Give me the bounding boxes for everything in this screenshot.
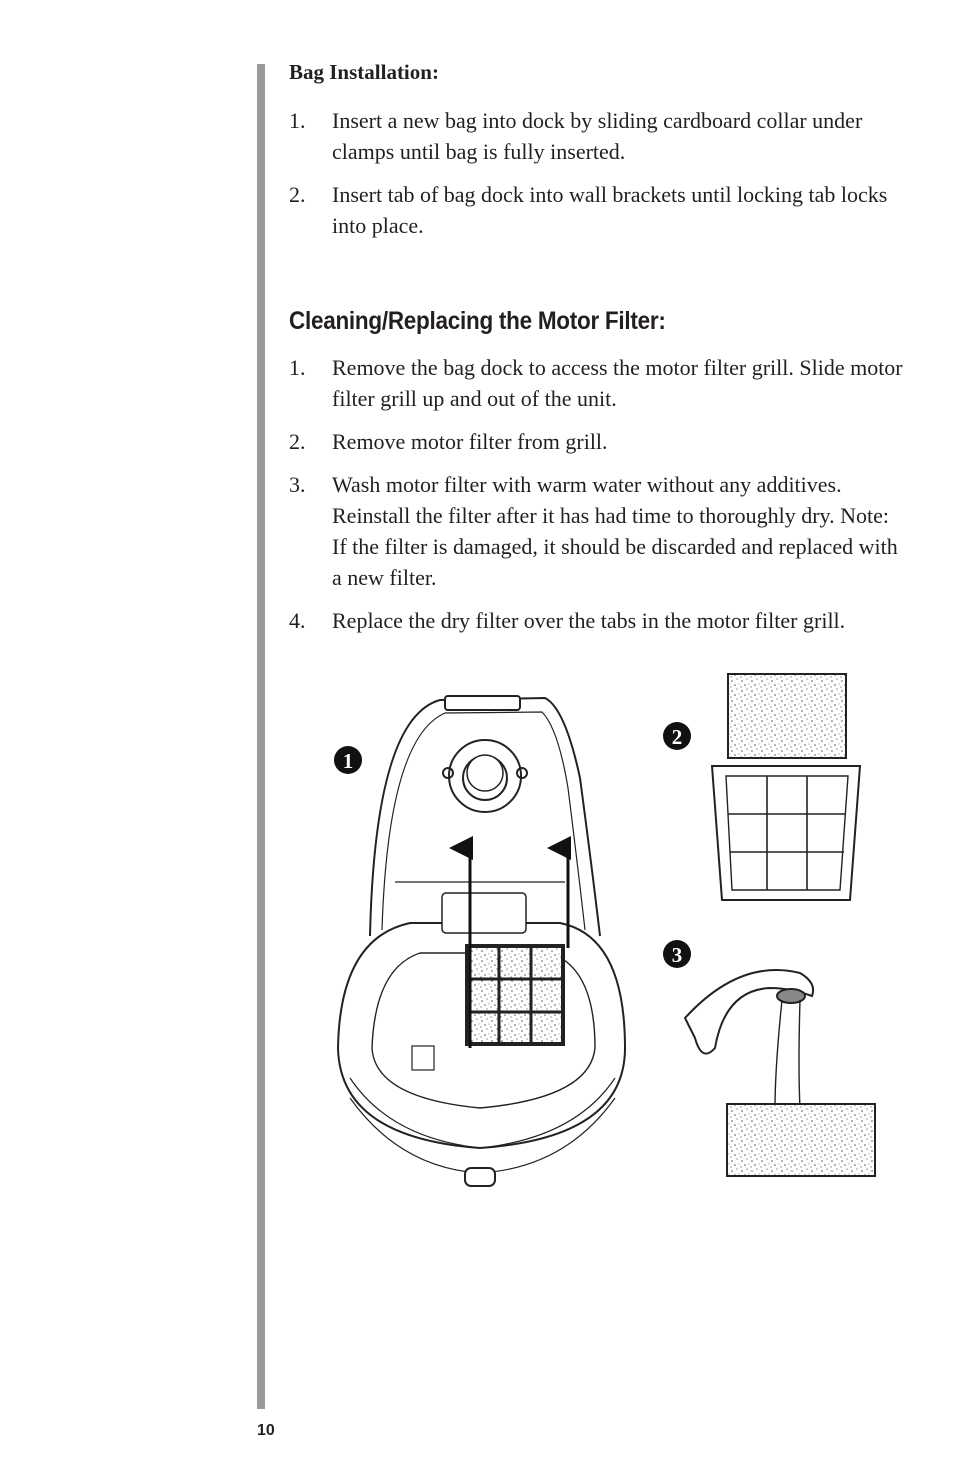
illustrations: 1 2 3 bbox=[330, 668, 900, 1198]
step-number: 3. bbox=[289, 472, 306, 497]
step-number: 2. bbox=[289, 182, 306, 207]
figure-1-label: 1 bbox=[343, 749, 354, 773]
step-text: Remove motor filter from grill. bbox=[332, 429, 608, 454]
step-number: 1. bbox=[289, 108, 306, 133]
bag-installation-heading: Bag Installation: bbox=[289, 60, 439, 84]
step-number: 4. bbox=[289, 608, 306, 633]
faucet-figure bbox=[683, 969, 876, 1177]
step-text: Remove the bag dock to access the motor … bbox=[332, 355, 903, 411]
list-item: 1. Remove the bag dock to access the moto… bbox=[289, 352, 909, 414]
figure-badges: 1 2 3 bbox=[334, 722, 691, 968]
list-item: 3. Wash motor filter with warm water with… bbox=[289, 469, 909, 593]
figure-2-label: 2 bbox=[672, 725, 683, 749]
list-item: 1. Insert a new bag into dock by sliding … bbox=[289, 105, 909, 167]
side-rule bbox=[257, 64, 265, 1409]
page-number: 10 bbox=[257, 1422, 275, 1439]
step-text: Replace the dry filter over the tabs in … bbox=[332, 608, 846, 633]
motor-filter-steps: 1. Remove the bag dock to access the moto… bbox=[289, 352, 909, 636]
list-item: 4. Replace the dry filter over the tabs i… bbox=[289, 605, 909, 636]
list-item: 2. Remove motor filter from grill. bbox=[289, 426, 909, 457]
step-text: Insert a new bag into dock by sliding ca… bbox=[332, 108, 863, 164]
step-text: Wash motor filter with warm water withou… bbox=[332, 472, 898, 590]
figure-2-badge bbox=[663, 722, 691, 750]
figure-3-label: 3 bbox=[672, 943, 683, 967]
step-number: 1. bbox=[289, 355, 306, 380]
figure-1-badge bbox=[334, 746, 362, 774]
filter-grill-figure bbox=[710, 673, 862, 901]
vacuum-figure bbox=[336, 695, 627, 1187]
page-content: Bag Installation: 1. Insert a new bag int… bbox=[289, 60, 909, 648]
illustration-panel: 1 2 3 bbox=[334, 673, 876, 1187]
bag-installation-steps: 1. Insert a new bag into dock by sliding … bbox=[289, 105, 909, 241]
step-text: Insert tab of bag dock into wall bracket… bbox=[332, 182, 888, 238]
step-number: 2. bbox=[289, 429, 306, 454]
list-item: 2. Insert tab of bag dock into wall brack… bbox=[289, 179, 909, 241]
motor-filter-heading: Cleaning/Replacing the Motor Filter: bbox=[289, 307, 666, 335]
figure-3-badge bbox=[663, 940, 691, 968]
